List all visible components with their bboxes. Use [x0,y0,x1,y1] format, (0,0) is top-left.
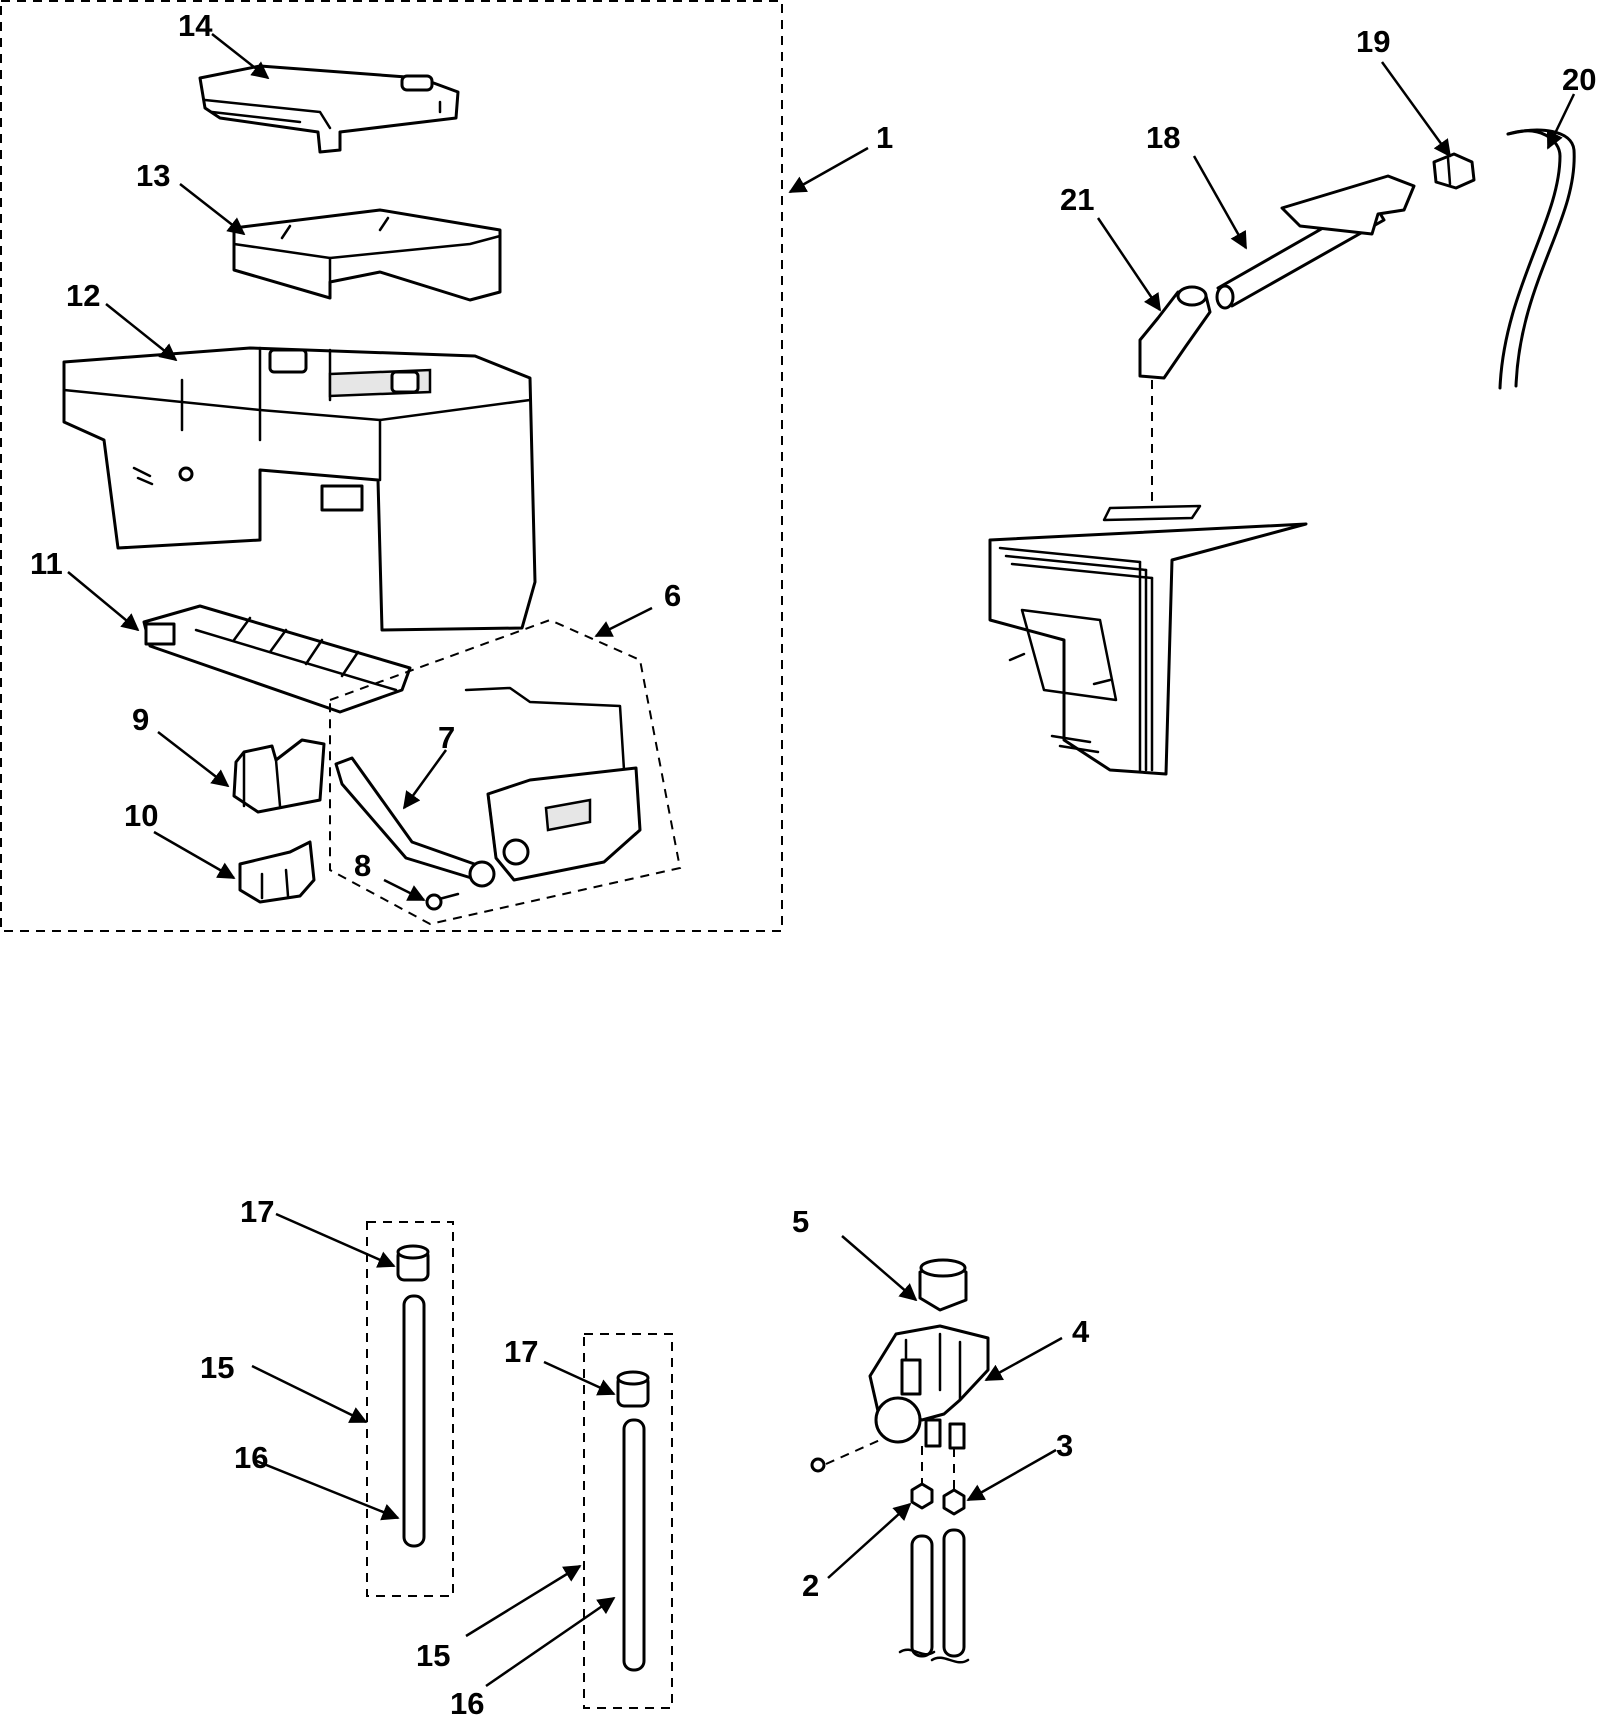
tube-set-a-boundary [366,1221,454,1597]
part-5-nut [918,1258,968,1312]
part-21-elbow-tube [1138,285,1212,380]
part-18-fill-tube [1215,174,1416,310]
callout-11: 11 [30,546,63,581]
leader-lines [67,33,1576,1688]
part-13-channel [232,208,502,302]
callout-2: 2 [802,1568,819,1603]
part-9-block [232,738,326,814]
callout-1: 1 [876,120,893,155]
part-10-bracket [238,840,316,904]
sub-assembly-6-boundary [329,618,682,926]
part-16a-tube [402,1294,426,1548]
callout-9: 9 [132,702,149,737]
callout-10: 10 [124,798,158,833]
part-20-water-line [1498,128,1576,390]
part-12-housing [62,346,537,632]
callout-15a: 15 [200,1350,234,1385]
callout-17b: 17 [504,1334,538,1369]
ice-maker-motor-module [464,686,642,882]
part-2-nut [910,1482,934,1510]
callout-16a: 16 [234,1440,268,1475]
tube-set-b-boundary [583,1333,673,1709]
callout-16b: 16 [450,1686,484,1719]
cabinet-corner [988,504,1308,776]
callout-14: 14 [178,8,213,43]
callout-12: 12 [66,278,100,313]
part-19-nut [1432,152,1476,190]
callout-7: 7 [438,720,455,755]
part-8-screw [425,892,460,911]
part-17a-cap [396,1244,430,1282]
valve-screw [810,1457,826,1473]
part-11-ice-tray [142,604,412,714]
callout-6: 6 [664,578,681,613]
callout-8: 8 [354,848,371,883]
valve-supply-tubes [898,1528,970,1664]
part-3-nut [942,1488,966,1516]
callout-17a: 17 [240,1194,274,1229]
callout-19: 19 [1356,24,1390,59]
part-14-cover [198,64,460,154]
callout-15b: 15 [416,1638,450,1673]
part-16b-tube [622,1418,646,1672]
callout-4: 4 [1072,1314,1090,1349]
callout-5: 5 [792,1204,809,1239]
callout-21: 21 [1060,182,1094,217]
part-7-arm [334,756,496,888]
callout-3: 3 [1056,1428,1073,1463]
part-4-water-valve [868,1324,990,1450]
callout-13: 13 [136,158,170,193]
callout-20: 20 [1562,62,1596,97]
callout-18: 18 [1146,120,1180,155]
part-17b-cap [616,1370,650,1408]
ice-maker-assembly-boundary [0,0,783,932]
